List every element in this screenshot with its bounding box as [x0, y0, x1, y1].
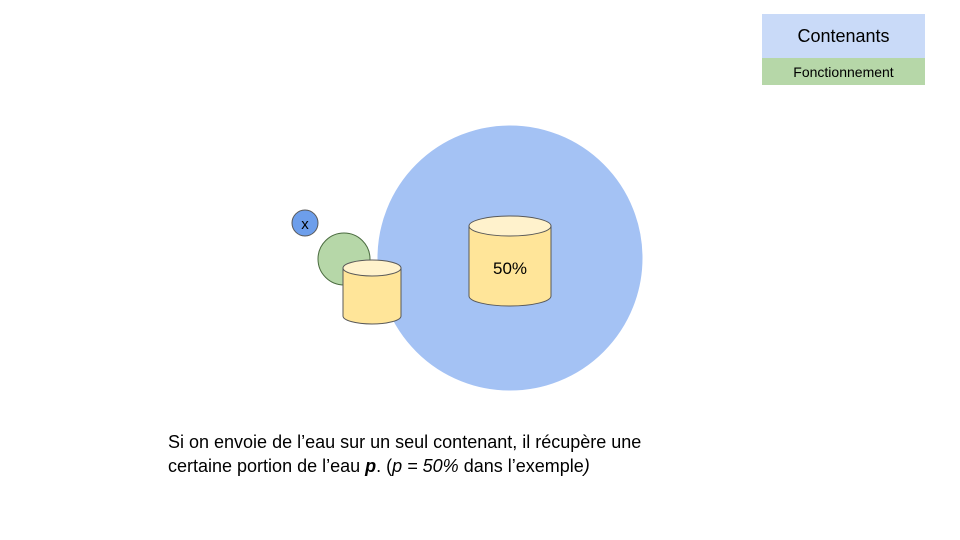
- caption-text: Si on envoie de l’eau sur un seul conten…: [168, 430, 688, 478]
- x-node-label: x: [301, 216, 309, 233]
- section-subtitle-fonctionnement: Fonctionnement: [762, 58, 925, 85]
- small-cylinder: [342, 259, 402, 325]
- caption-mid: . (: [376, 456, 393, 476]
- large-cylinder: 50%: [468, 215, 552, 307]
- caption-p-formula: p = 50%: [392, 456, 459, 476]
- large-cylinder-label: 50%: [493, 259, 527, 278]
- caption-p-symbol: p: [365, 456, 377, 476]
- caption-close-paren: ): [583, 456, 590, 476]
- caption-line-1: Si on envoie de l’eau sur un seul conten…: [168, 432, 642, 476]
- x-node: x: [291, 209, 319, 237]
- caption-end: dans l’exemple: [458, 456, 584, 476]
- section-title-contenants: Contenants: [762, 14, 925, 58]
